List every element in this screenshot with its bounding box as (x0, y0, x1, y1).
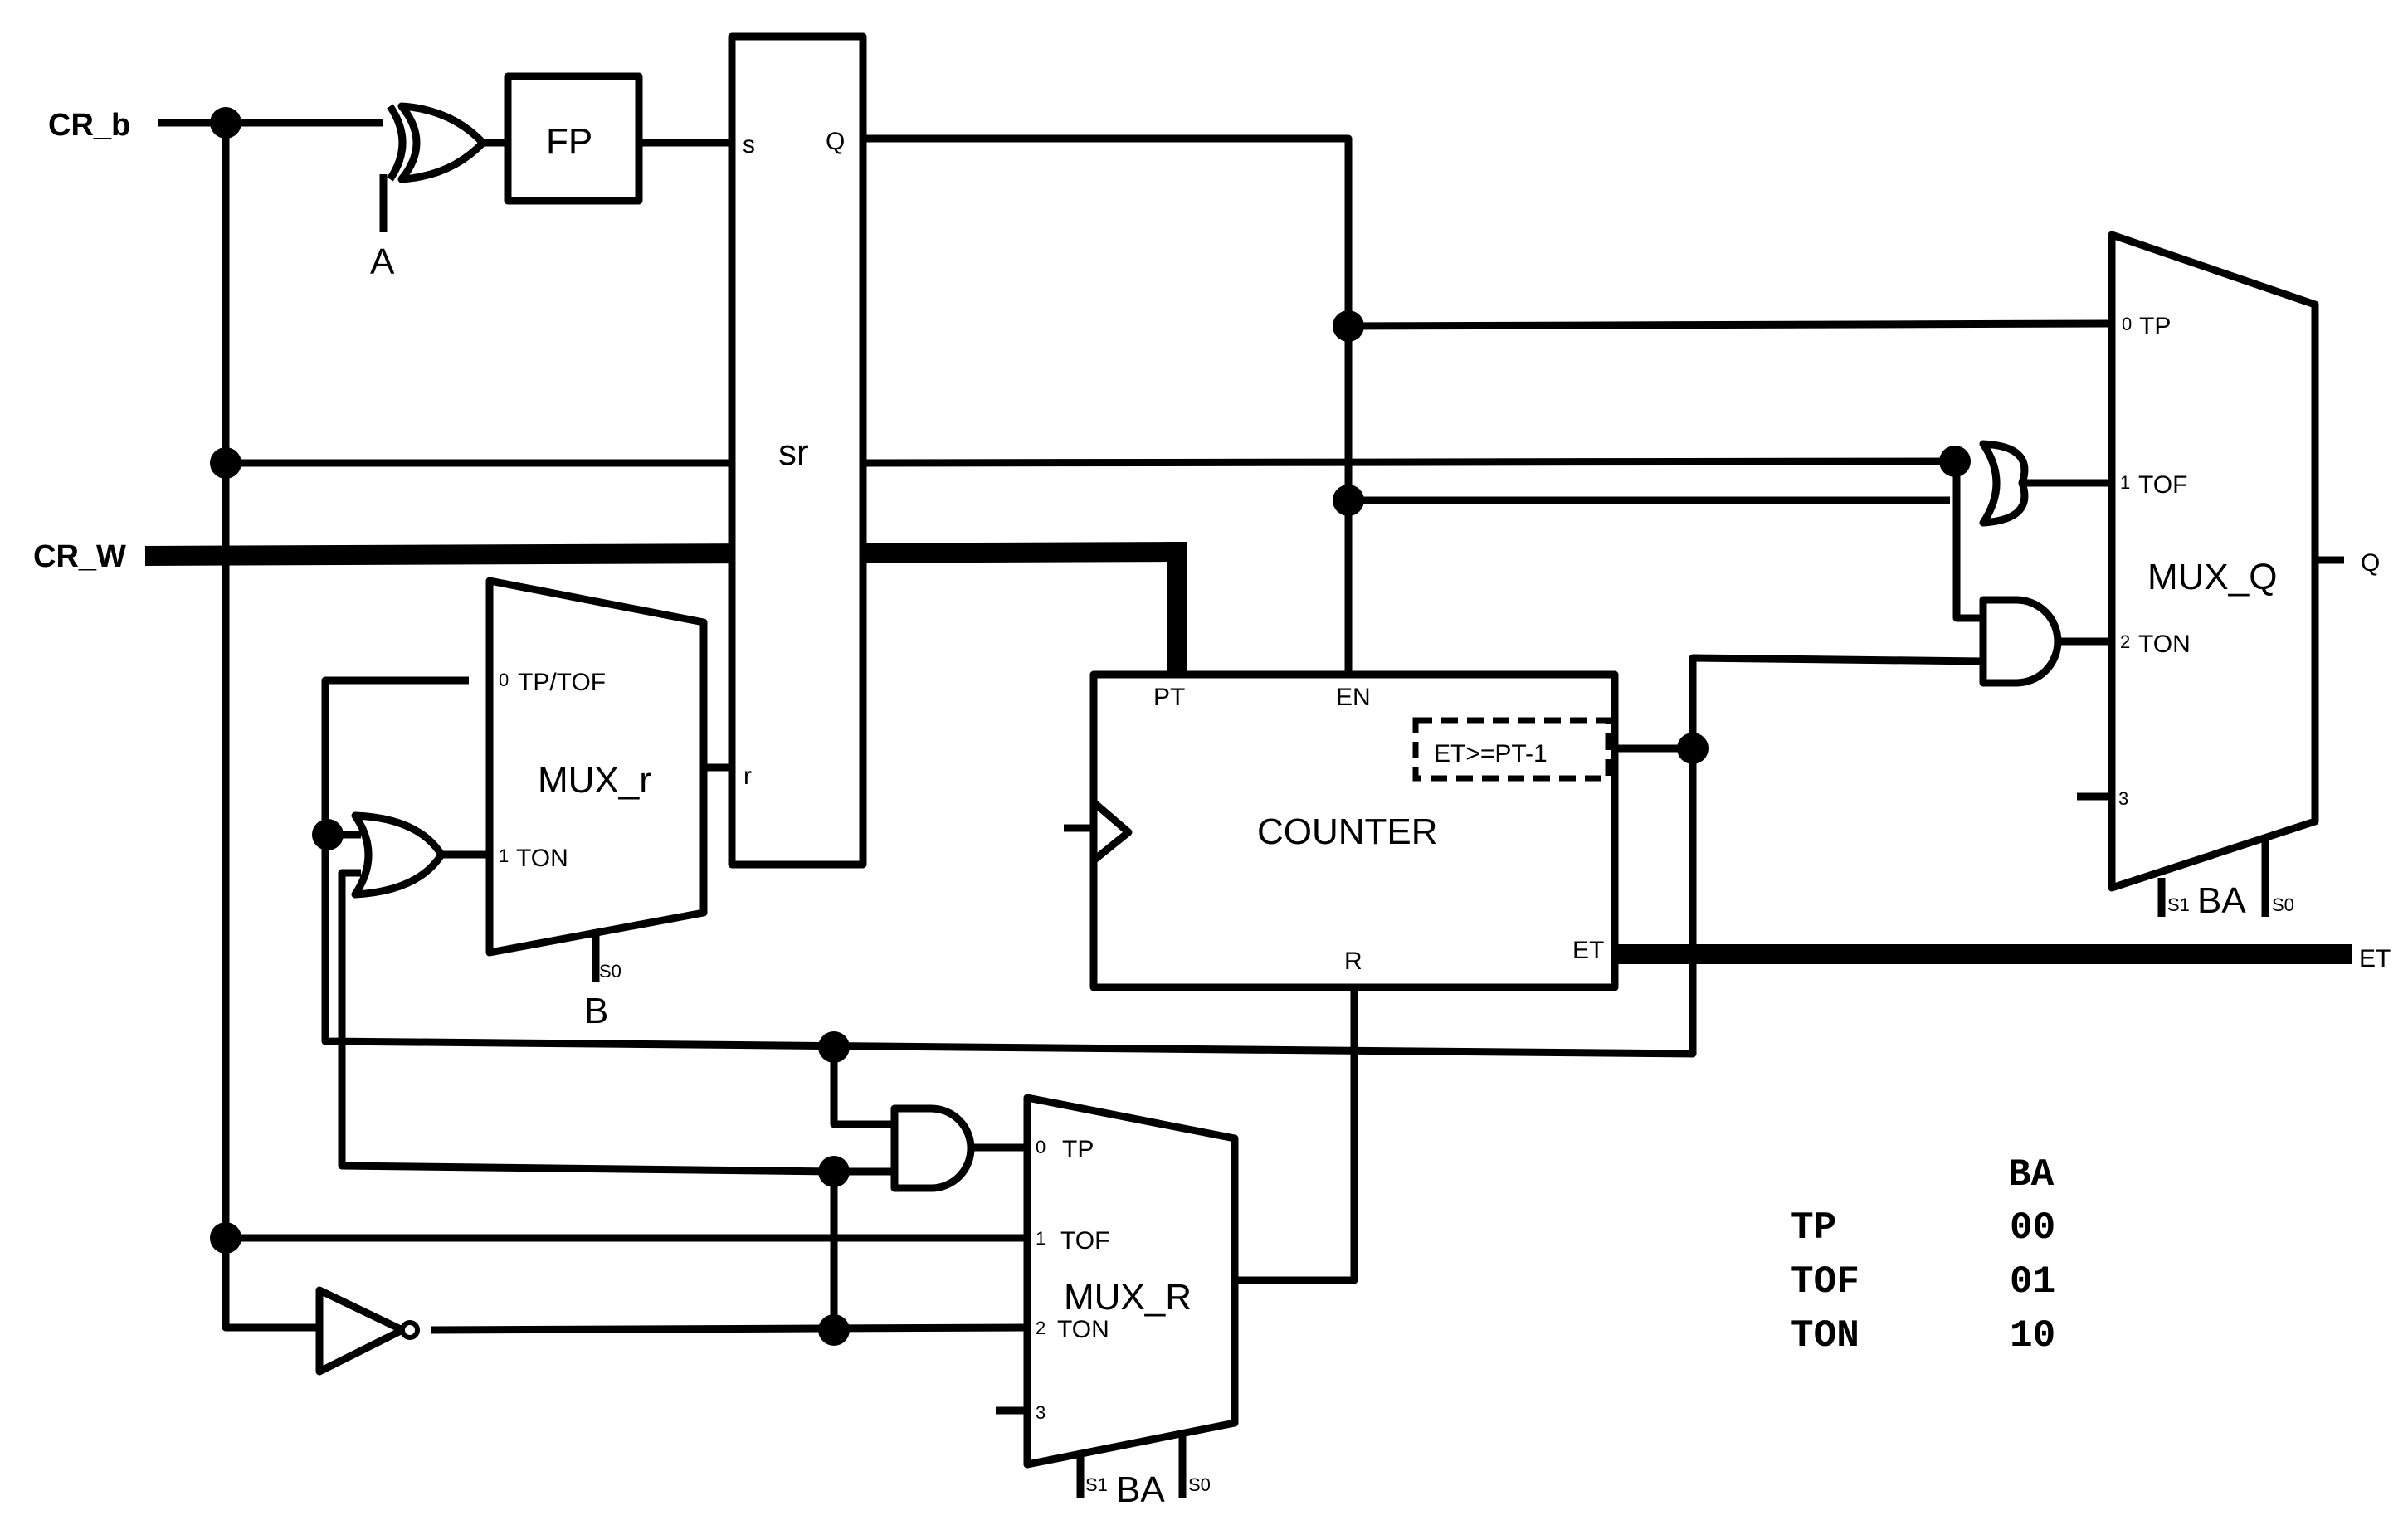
mux-r-in1-label: TON (516, 845, 568, 872)
wire-sr-to-or (862, 457, 1956, 467)
sr-pin-r: r (743, 762, 752, 790)
mux-q-in2-label: TON (2138, 631, 2191, 658)
mux-R-label: MUX_R (1064, 1277, 1192, 1318)
junction-dot (210, 1222, 241, 1254)
mux-R-sel-label: BA (1116, 1469, 1165, 1510)
sr-pin-q: Q (826, 128, 845, 155)
mux-r-label: MUX_r (538, 760, 651, 801)
counter-pin-pt: PT (1153, 684, 1185, 711)
counter-pin-r: R (1344, 948, 1362, 975)
mode-table-code: 00 (2010, 1206, 2055, 1250)
mux-q-in1-num: 1 (2120, 472, 2130, 493)
xor-gate (387, 102, 487, 183)
and-gate-muxq (1979, 596, 2062, 687)
mux-R-in1-label: TOF (1060, 1227, 1109, 1255)
mux-R-in0-label: TP (1062, 1136, 1094, 1163)
wire-orl-in2 (338, 869, 835, 1176)
wire-or-and (1952, 461, 1983, 622)
mux-R-in2-num: 2 (1036, 1318, 1046, 1338)
junction-dot (818, 1031, 850, 1063)
mode-table-code: 10 (2010, 1314, 2055, 1357)
junction-dot (210, 447, 241, 479)
counter-compare-label: ET>=PT-1 (1434, 740, 1548, 767)
mux-R-s1-label: S1 (1085, 1474, 1108, 1495)
compare-box (1412, 717, 1611, 782)
signal-b: B (584, 991, 608, 1031)
mux-R-s0-label: S0 (1188, 1474, 1211, 1495)
mode-table: BA TP 00 TOF 01 TON 10 (1791, 1153, 2055, 1357)
mux-r-in0-num: 0 (499, 670, 509, 690)
signal-cr-w: CR_W (33, 539, 126, 574)
signal-a: A (370, 241, 395, 282)
wire-muxR-counter (1235, 986, 1358, 1284)
junction-dot (1333, 310, 1364, 342)
counter-block (1089, 670, 1619, 991)
counter-clock-triangle (1091, 799, 1133, 864)
inverter-gate (315, 1286, 420, 1376)
mux-R-block (1023, 1094, 1239, 1469)
mux-q-in0-num: 0 (2122, 314, 2132, 334)
mux-r-in0-label: TP/TOF (518, 669, 606, 696)
mux-q-block (2108, 231, 2319, 892)
sr-pin-s: s (743, 131, 755, 158)
mode-table-header: BA (2008, 1153, 2055, 1196)
mode-table-code: 01 (2010, 1260, 2055, 1303)
mode-table-mode: TP (1791, 1206, 1836, 1250)
counter-pin-en: EN (1336, 684, 1371, 711)
junction-dot (1677, 733, 1709, 764)
mode-table-mode: TOF (1791, 1260, 1860, 1303)
and-gate-muxR (890, 1104, 975, 1192)
fp-block (504, 72, 643, 205)
or-gate-muxr (351, 811, 446, 899)
mux-q-label: MUX_Q (2147, 557, 2277, 597)
output-et: ET (2359, 945, 2391, 972)
mux-q-sel-label: BA (2197, 880, 2246, 921)
junctions (210, 107, 1971, 1346)
mux-R-in2-label: TON (1057, 1316, 1109, 1343)
fp-label: FP (546, 121, 592, 162)
wires (158, 119, 2344, 1498)
junction-dot (210, 107, 241, 139)
mux-q-s1-label: S1 (2167, 894, 2190, 915)
mode-table-mode: TON (1791, 1314, 1860, 1357)
buses (144, 542, 2352, 964)
mux-R-in1-num: 1 (1036, 1228, 1046, 1249)
mux-r-in1-num: 1 (499, 845, 509, 866)
counter-label: COUNTER (1257, 811, 1438, 852)
mux-q-in0-label: TP (2139, 313, 2171, 340)
signal-cr-b: CR_b (48, 108, 130, 143)
mux-R-in3-num: 3 (1036, 1402, 1046, 1423)
junction-dot (818, 1156, 850, 1187)
junction-dot (818, 1314, 850, 1346)
mux-q-in1-label: TOF (2138, 471, 2187, 499)
wire-q-muxq0 (1348, 319, 2113, 330)
mux-q-in3-num: 3 (2118, 788, 2128, 809)
output-q: Q (2361, 549, 2380, 577)
mux-r-s0-label: S0 (599, 961, 621, 982)
wire-sr-q (863, 134, 1353, 672)
sr-block (728, 32, 867, 869)
mux-q-in2-num: 2 (2120, 631, 2130, 652)
junction-dot (312, 819, 344, 850)
wire-node-and-top (830, 1047, 894, 1128)
sr-label: sr (778, 432, 809, 473)
junction-dot (1939, 446, 1971, 477)
wire-inv-muxR2 (431, 1323, 1028, 1334)
junction-dot (1333, 485, 1364, 516)
counter-pin-et: ET (1572, 937, 1604, 964)
mux-R-in0-num: 0 (1036, 1137, 1046, 1157)
mux-q-s0-label: S0 (2272, 894, 2294, 915)
mux-r-block (485, 577, 708, 957)
wire-left-trunk (222, 123, 319, 1332)
or-gate-muxq (1979, 440, 2029, 527)
bus-cr-w (144, 542, 1177, 566)
wire-compare-and (1610, 654, 1984, 753)
